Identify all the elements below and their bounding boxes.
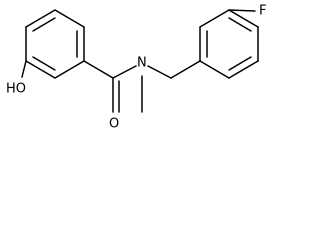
fluorophenyl-ring [199,9,259,79]
bond [228,9,259,28]
bond [199,9,230,28]
n-ch2-bond [147,65,172,79]
hydroxyl-label: HO [6,82,26,97]
salicyl-ring [25,9,85,79]
bond [25,9,56,28]
molecule-structure: F HO O N [6,4,266,132]
fluorine-label: F [259,4,266,19]
ring-carbonyl-bond [83,60,114,79]
bond [54,60,85,79]
aromatic-inner-bond [32,56,56,71]
ch2-aryl-bond [170,60,201,79]
bond [25,60,56,79]
bond [199,60,230,79]
aromatic-inner-bond [32,17,56,32]
molecule-canvas: F HO O N [6,3,267,132]
bond [54,9,85,28]
carbonyl-n-bond [112,65,137,79]
amide-oxygen-label: O [109,117,119,132]
aromatic-inner-bond [228,17,252,32]
aromatic-inner-bond [228,56,252,71]
bond [228,60,259,79]
c-oh-bond [21,60,27,78]
amide-nitrogen-label: N [137,56,147,71]
c-f-bond [228,9,256,12]
